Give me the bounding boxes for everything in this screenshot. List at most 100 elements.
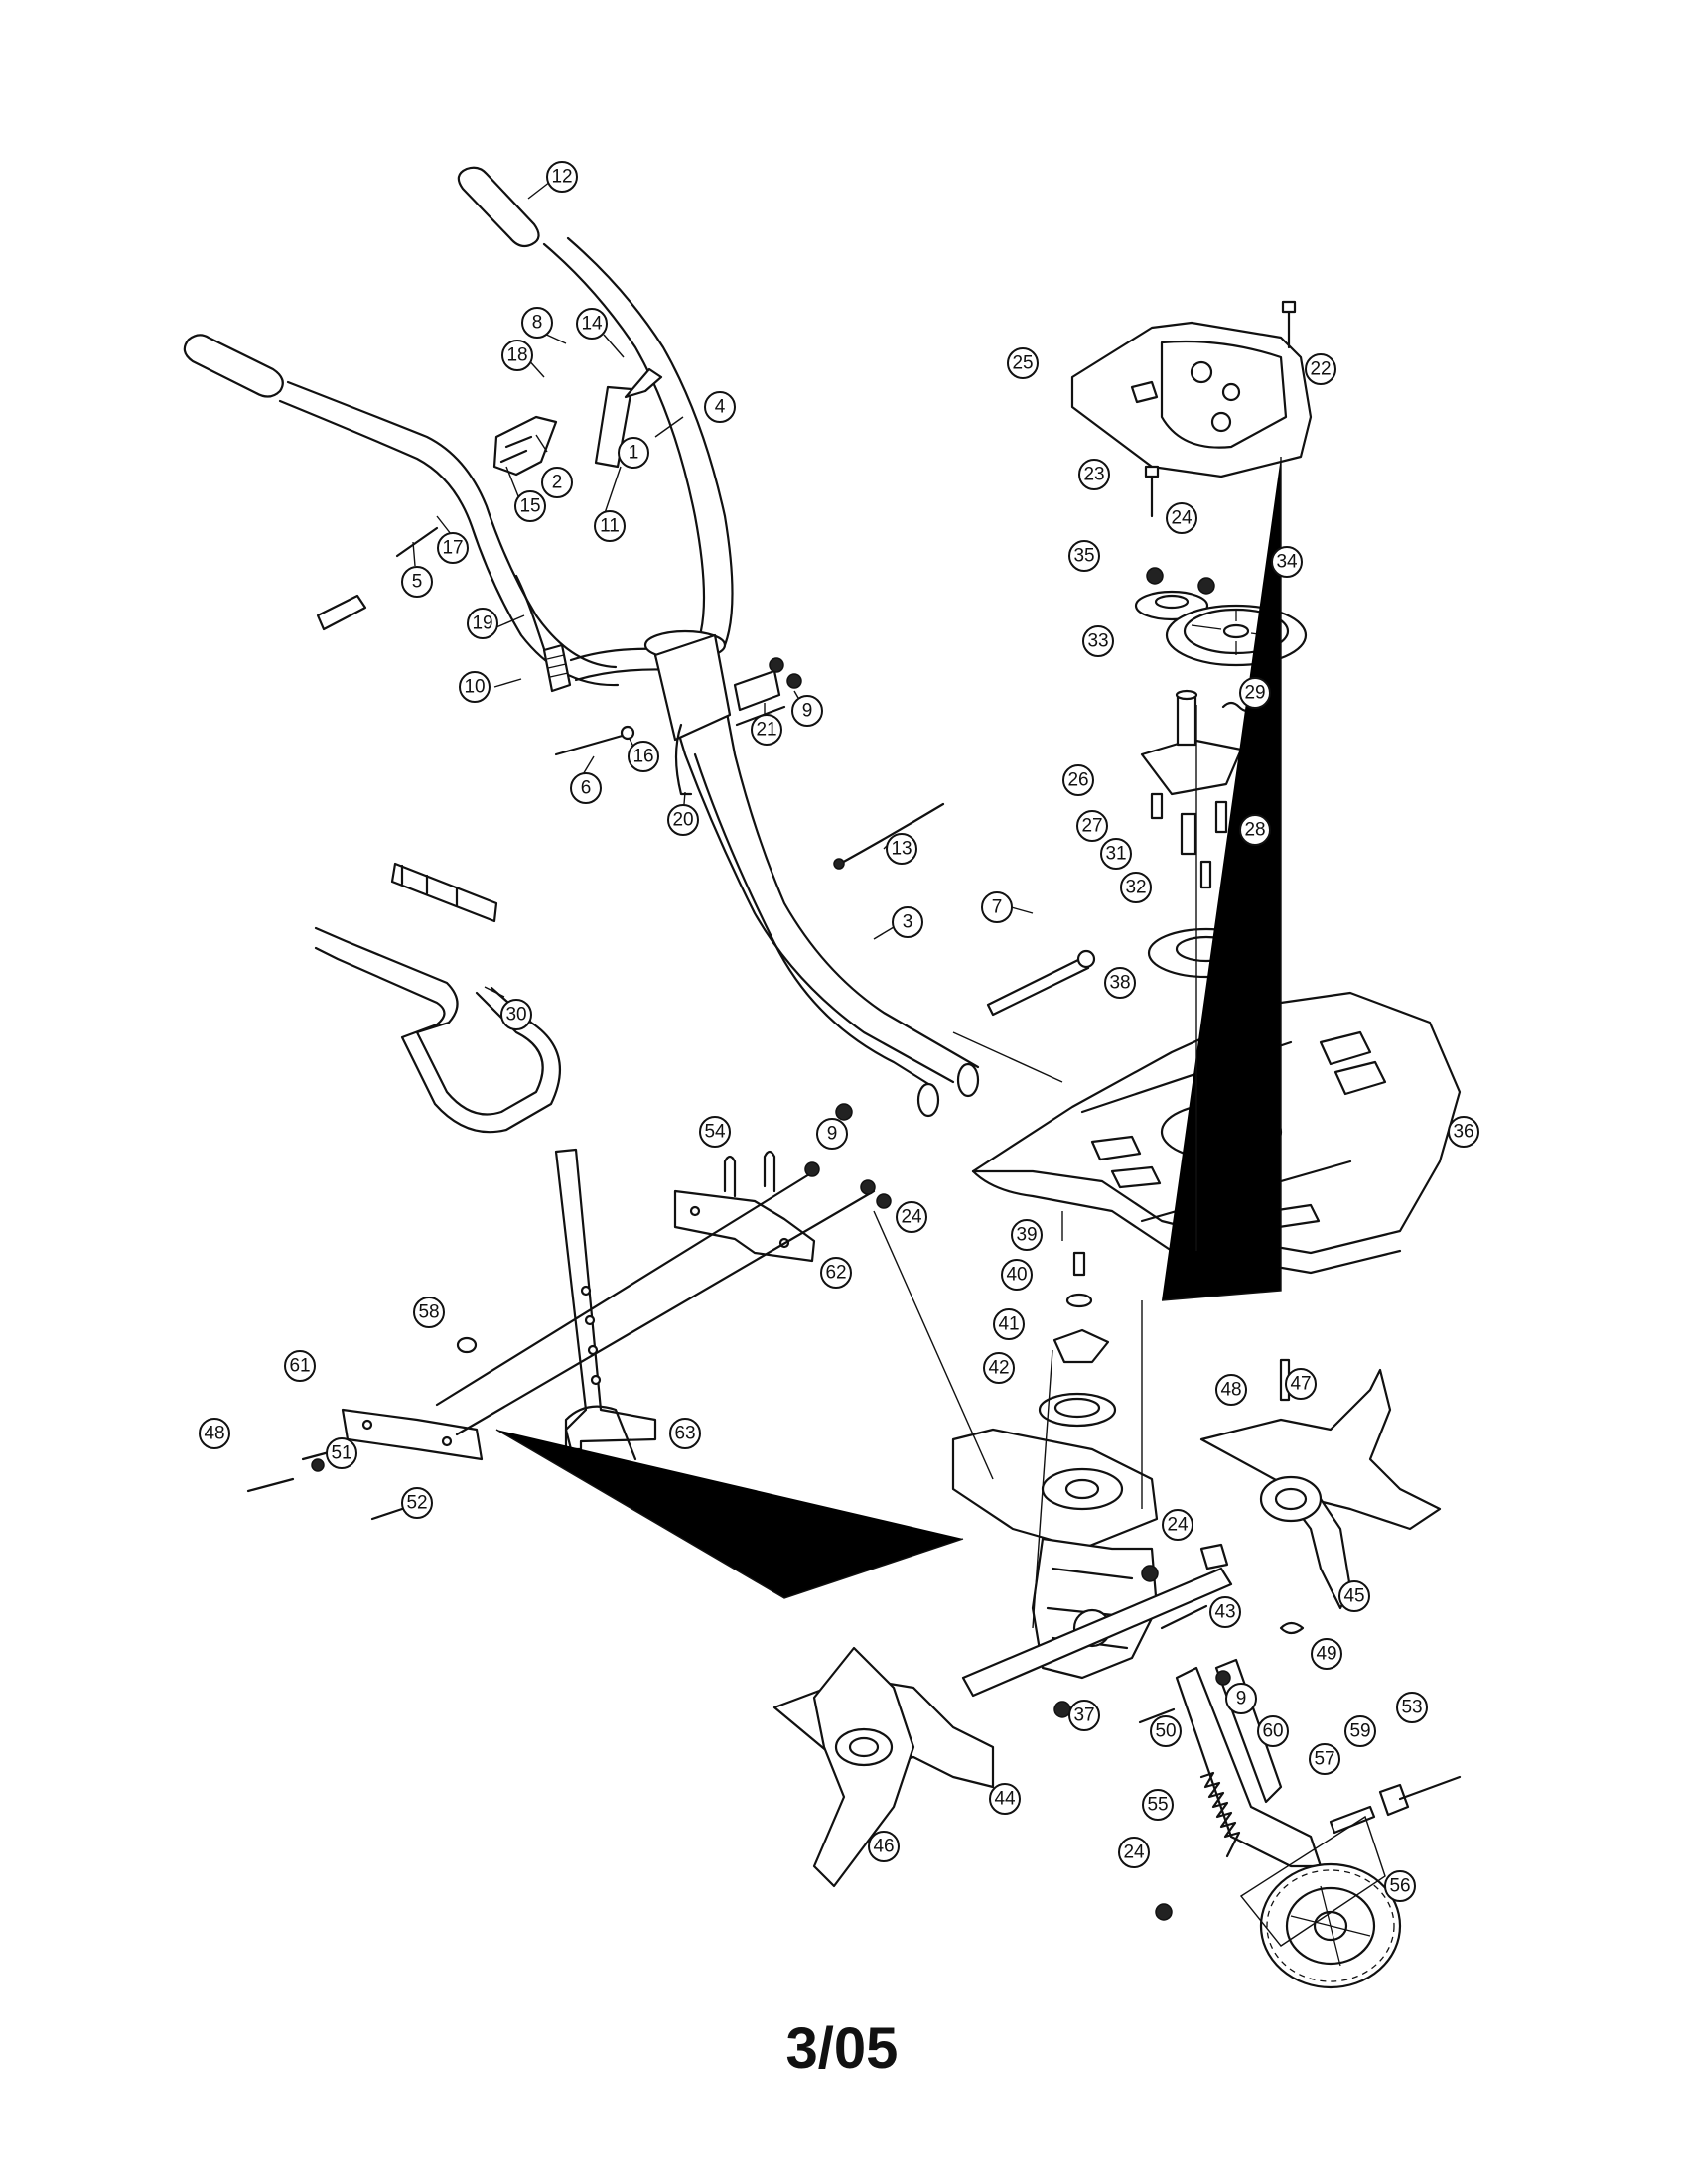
callout-57: 57	[1309, 1743, 1340, 1775]
callout-47: 47	[1285, 1368, 1317, 1400]
svg-text:56: 56	[1389, 1876, 1410, 1897]
svg-text:49: 49	[1316, 1644, 1336, 1665]
idler-bracket	[1140, 738, 1243, 796]
svg-text:15: 15	[519, 496, 540, 517]
wheel-spring	[1199, 1771, 1241, 1858]
callout-51: 51	[326, 1437, 357, 1469]
svg-text:53: 53	[1401, 1698, 1422, 1718]
left-handle-tube	[278, 380, 620, 687]
svg-text:41: 41	[998, 1314, 1019, 1335]
callout-42: 42	[983, 1352, 1015, 1384]
callout-2: 2	[541, 467, 573, 498]
svg-text:9: 9	[1236, 1689, 1247, 1709]
tine-shaft	[961, 1567, 1233, 1698]
svg-text:13: 13	[891, 839, 912, 860]
callout-9-c: 9	[1225, 1683, 1257, 1714]
shift-rod	[594, 385, 633, 469]
callout-leaders	[412, 181, 1034, 998]
callout-45: 45	[1338, 1580, 1370, 1612]
washer-40	[1065, 1293, 1093, 1308]
svg-text:6: 6	[581, 778, 592, 799]
svg-text:43: 43	[1214, 1602, 1235, 1623]
tube-end-cap	[916, 1082, 940, 1118]
control-bracket-detail	[499, 435, 533, 464]
svg-text:29: 29	[1244, 683, 1265, 704]
control-bracket	[492, 415, 558, 477]
left-tines	[772, 1646, 995, 1888]
handle-bracket	[653, 633, 732, 742]
callout-37: 37	[1068, 1700, 1100, 1731]
transmission-assembly	[951, 1251, 1233, 1718]
svg-text:45: 45	[1343, 1586, 1364, 1607]
lower-handle-tube	[653, 648, 980, 1084]
svg-text:10: 10	[464, 677, 485, 698]
callout-28: 28	[1239, 814, 1271, 846]
callout-7: 7	[981, 891, 1013, 923]
svg-text:22: 22	[1310, 359, 1331, 380]
callout-21: 21	[751, 714, 782, 746]
callout-20: 20	[667, 804, 699, 836]
seal-42	[1038, 1392, 1117, 1428]
callout-32: 32	[1120, 872, 1152, 903]
bolt-48	[246, 1477, 295, 1493]
svg-text:63: 63	[674, 1424, 695, 1444]
callout-58: 58	[413, 1297, 445, 1328]
tine-hub	[1259, 1475, 1323, 1523]
callout-24-c: 24	[1162, 1509, 1193, 1541]
nut-24	[1141, 1565, 1159, 1582]
svg-text:31: 31	[1105, 844, 1126, 865]
callout-46: 46	[868, 1831, 900, 1862]
svg-text:14: 14	[581, 314, 603, 335]
svg-text:51: 51	[331, 1443, 351, 1464]
callout-3: 3	[892, 906, 923, 938]
svg-text:25: 25	[1012, 353, 1033, 374]
belt-cover	[1070, 321, 1313, 478]
axle-bolt	[1398, 1775, 1462, 1801]
svg-text:24: 24	[1167, 1515, 1189, 1536]
callout-35: 35	[1068, 540, 1100, 572]
callout-24-d: 24	[1118, 1837, 1150, 1868]
svg-text:26: 26	[1067, 770, 1088, 791]
callout-62: 62	[820, 1257, 852, 1289]
svg-text:57: 57	[1314, 1749, 1334, 1770]
callout-60: 60	[1257, 1715, 1289, 1747]
bolt-6	[554, 733, 628, 756]
svg-text:24: 24	[901, 1207, 922, 1228]
callout-17: 17	[437, 532, 469, 564]
assembly-reference-lines	[495, 457, 1282, 1629]
svg-text:5: 5	[412, 572, 423, 593]
svg-text:2: 2	[552, 473, 563, 493]
callout-5: 5	[401, 566, 433, 598]
drag-bar	[314, 862, 562, 1134]
svg-text:60: 60	[1262, 1721, 1283, 1742]
spacer-31	[1180, 812, 1197, 856]
svg-text:11: 11	[600, 516, 620, 537]
callout-11: 11	[594, 510, 626, 542]
callout-25: 25	[1007, 347, 1039, 379]
callout-44: 44	[989, 1783, 1021, 1815]
nut-9	[1215, 1670, 1231, 1686]
callout-22: 22	[1305, 353, 1336, 385]
handlebar-assembly	[183, 166, 1096, 1121]
hairpin-clip	[723, 1155, 737, 1198]
callout-12: 12	[546, 161, 578, 193]
right-tines	[1199, 1358, 1442, 1635]
callout-31: 31	[1100, 838, 1132, 870]
svg-text:12: 12	[551, 167, 572, 188]
link-plate	[733, 669, 781, 712]
clip-49	[1279, 1621, 1305, 1635]
callout-1: 1	[618, 437, 649, 469]
throttle-cable	[838, 802, 945, 866]
svg-text:9: 9	[827, 1124, 838, 1145]
callout-38: 38	[1104, 967, 1136, 999]
nut-9	[786, 673, 802, 689]
callout-24-a: 24	[1166, 502, 1197, 534]
left-grip	[183, 334, 284, 398]
page-date-label: 3/05	[785, 2016, 899, 2081]
callout-53: 53	[1396, 1692, 1428, 1723]
callout-18: 18	[501, 340, 533, 371]
callout-52: 52	[401, 1487, 433, 1519]
callout-9-a: 9	[791, 695, 823, 727]
svg-text:52: 52	[406, 1493, 427, 1514]
